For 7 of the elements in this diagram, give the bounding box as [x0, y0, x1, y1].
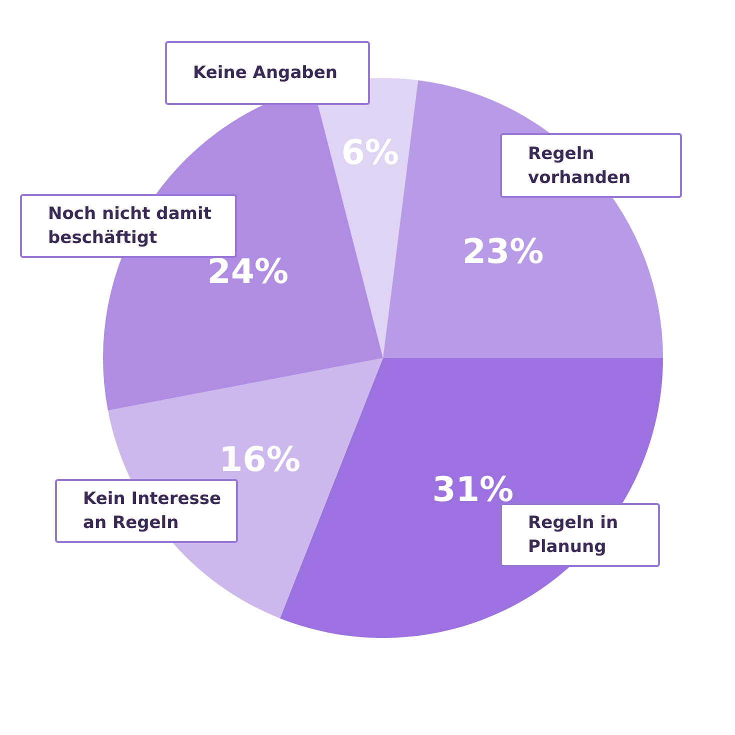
- slice-value-label: 23%: [462, 232, 544, 272]
- category-label: Kein Interesse an Regeln: [55, 479, 238, 543]
- category-label: Keine Angaben: [165, 41, 370, 105]
- category-label: Regeln vorhanden: [500, 133, 682, 198]
- category-label: Noch nicht damit beschäftigt: [20, 194, 237, 258]
- slice-value-label: 16%: [219, 440, 300, 480]
- category-label: Regeln in Planung: [500, 503, 660, 567]
